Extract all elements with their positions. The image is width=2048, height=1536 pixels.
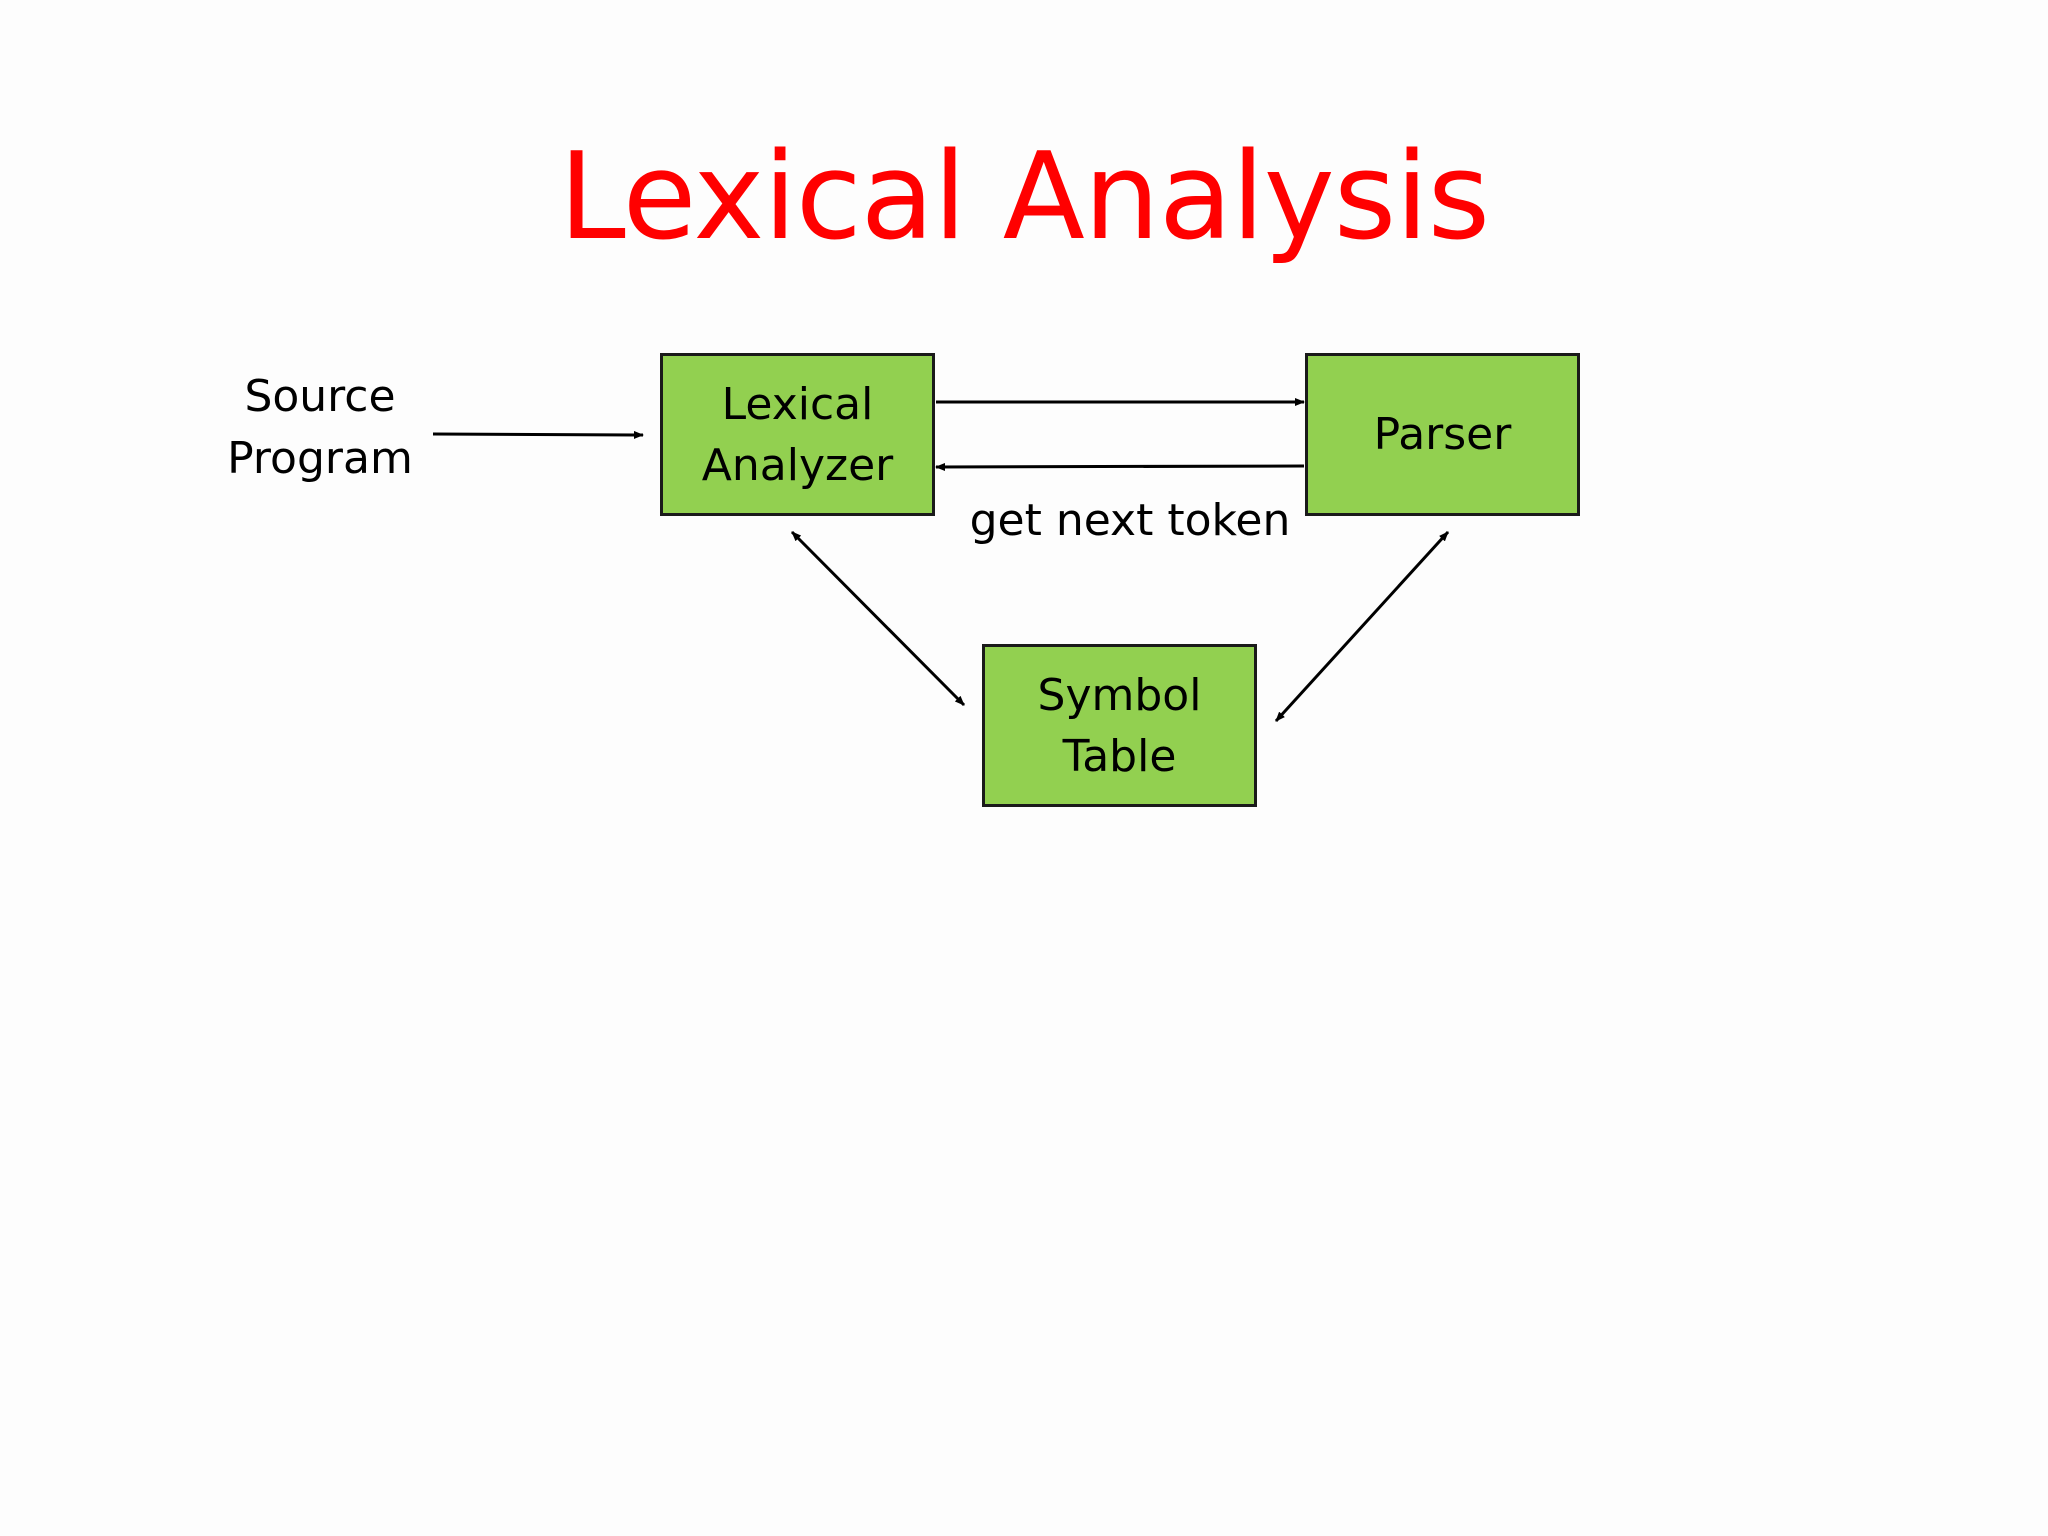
lexical-analyzer-label-line-2: Analyzer	[701, 439, 894, 491]
symbol-table-label-line-1: Symbol	[1037, 669, 1202, 721]
edge-source-to-lexer	[432, 430, 644, 439]
parser-box: Parser	[1305, 353, 1580, 516]
source-program-label: Source Program	[210, 366, 430, 490]
symbol-table-label-line-2: Table	[1062, 730, 1177, 782]
edge-parser-symbol-table	[1274, 530, 1450, 723]
edge-lexer-symbol-table	[790, 530, 966, 707]
edge-parser-to-lexer	[935, 462, 1305, 471]
get-next-token-label: get next token	[969, 495, 1291, 546]
slide-title: Lexical Analysis	[558, 128, 1490, 267]
source-program-label-line-2: Program	[227, 433, 413, 484]
lexical-analyzer-label-line-1: Lexical	[721, 378, 874, 430]
source-program-label-line-1: Source	[244, 371, 396, 422]
parser-label: Parser	[1373, 409, 1512, 460]
lexical-analyzer-box: Lexical Analyzer	[660, 353, 935, 516]
symbol-table-box: Symbol Table	[982, 644, 1257, 807]
